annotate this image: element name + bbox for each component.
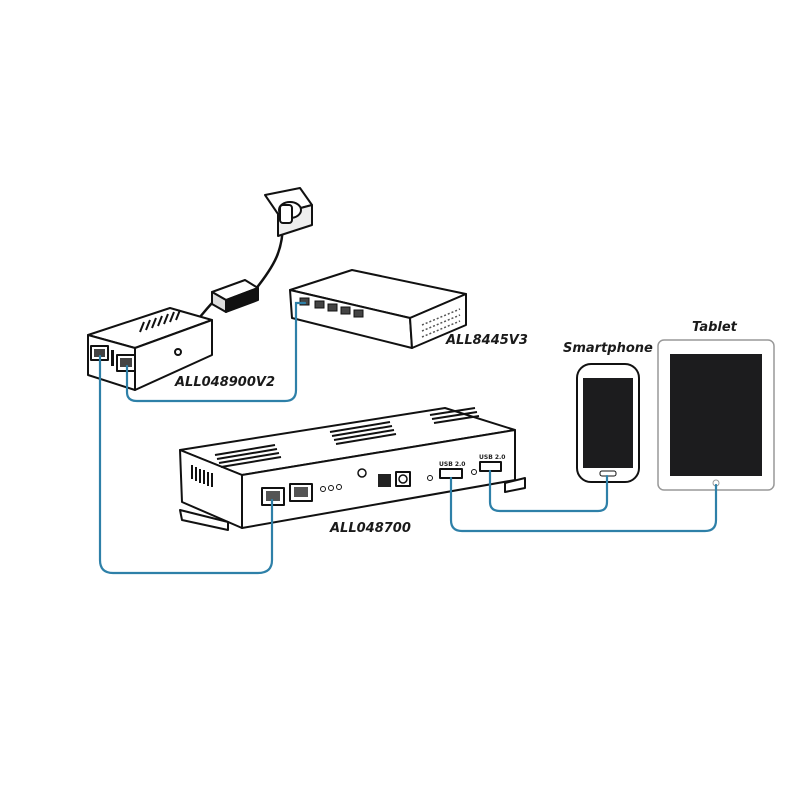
poe-injector [87, 307, 213, 391]
switch-label: ALL8445V3 [445, 333, 528, 348]
wall-outlet [264, 187, 313, 237]
cable-injector-to-main-unit [98, 354, 274, 575]
cables [98, 301, 718, 575]
usb-port-2 [479, 461, 502, 472]
tablet [657, 339, 775, 491]
main-unit [179, 407, 526, 531]
smartphone-label: Smartphone [563, 341, 653, 356]
usb-port-1 [439, 468, 463, 479]
cable-usb-to-smartphone [488, 469, 609, 513]
cable-usb-to-tablet [449, 476, 718, 533]
tablet-label: Tablet [692, 320, 738, 335]
power-adapter-brick [211, 279, 259, 313]
cable-injector-to-switch [125, 301, 307, 403]
smartphone [576, 363, 640, 483]
poe-injector-label: ALL048900V2 [174, 375, 275, 390]
main-unit-label: ALL048700 [329, 521, 411, 536]
usb-port-1-label: USB 2.0 [439, 461, 465, 468]
usb-port-2-label: USB 2.0 [479, 454, 505, 461]
network-switch [289, 269, 467, 349]
